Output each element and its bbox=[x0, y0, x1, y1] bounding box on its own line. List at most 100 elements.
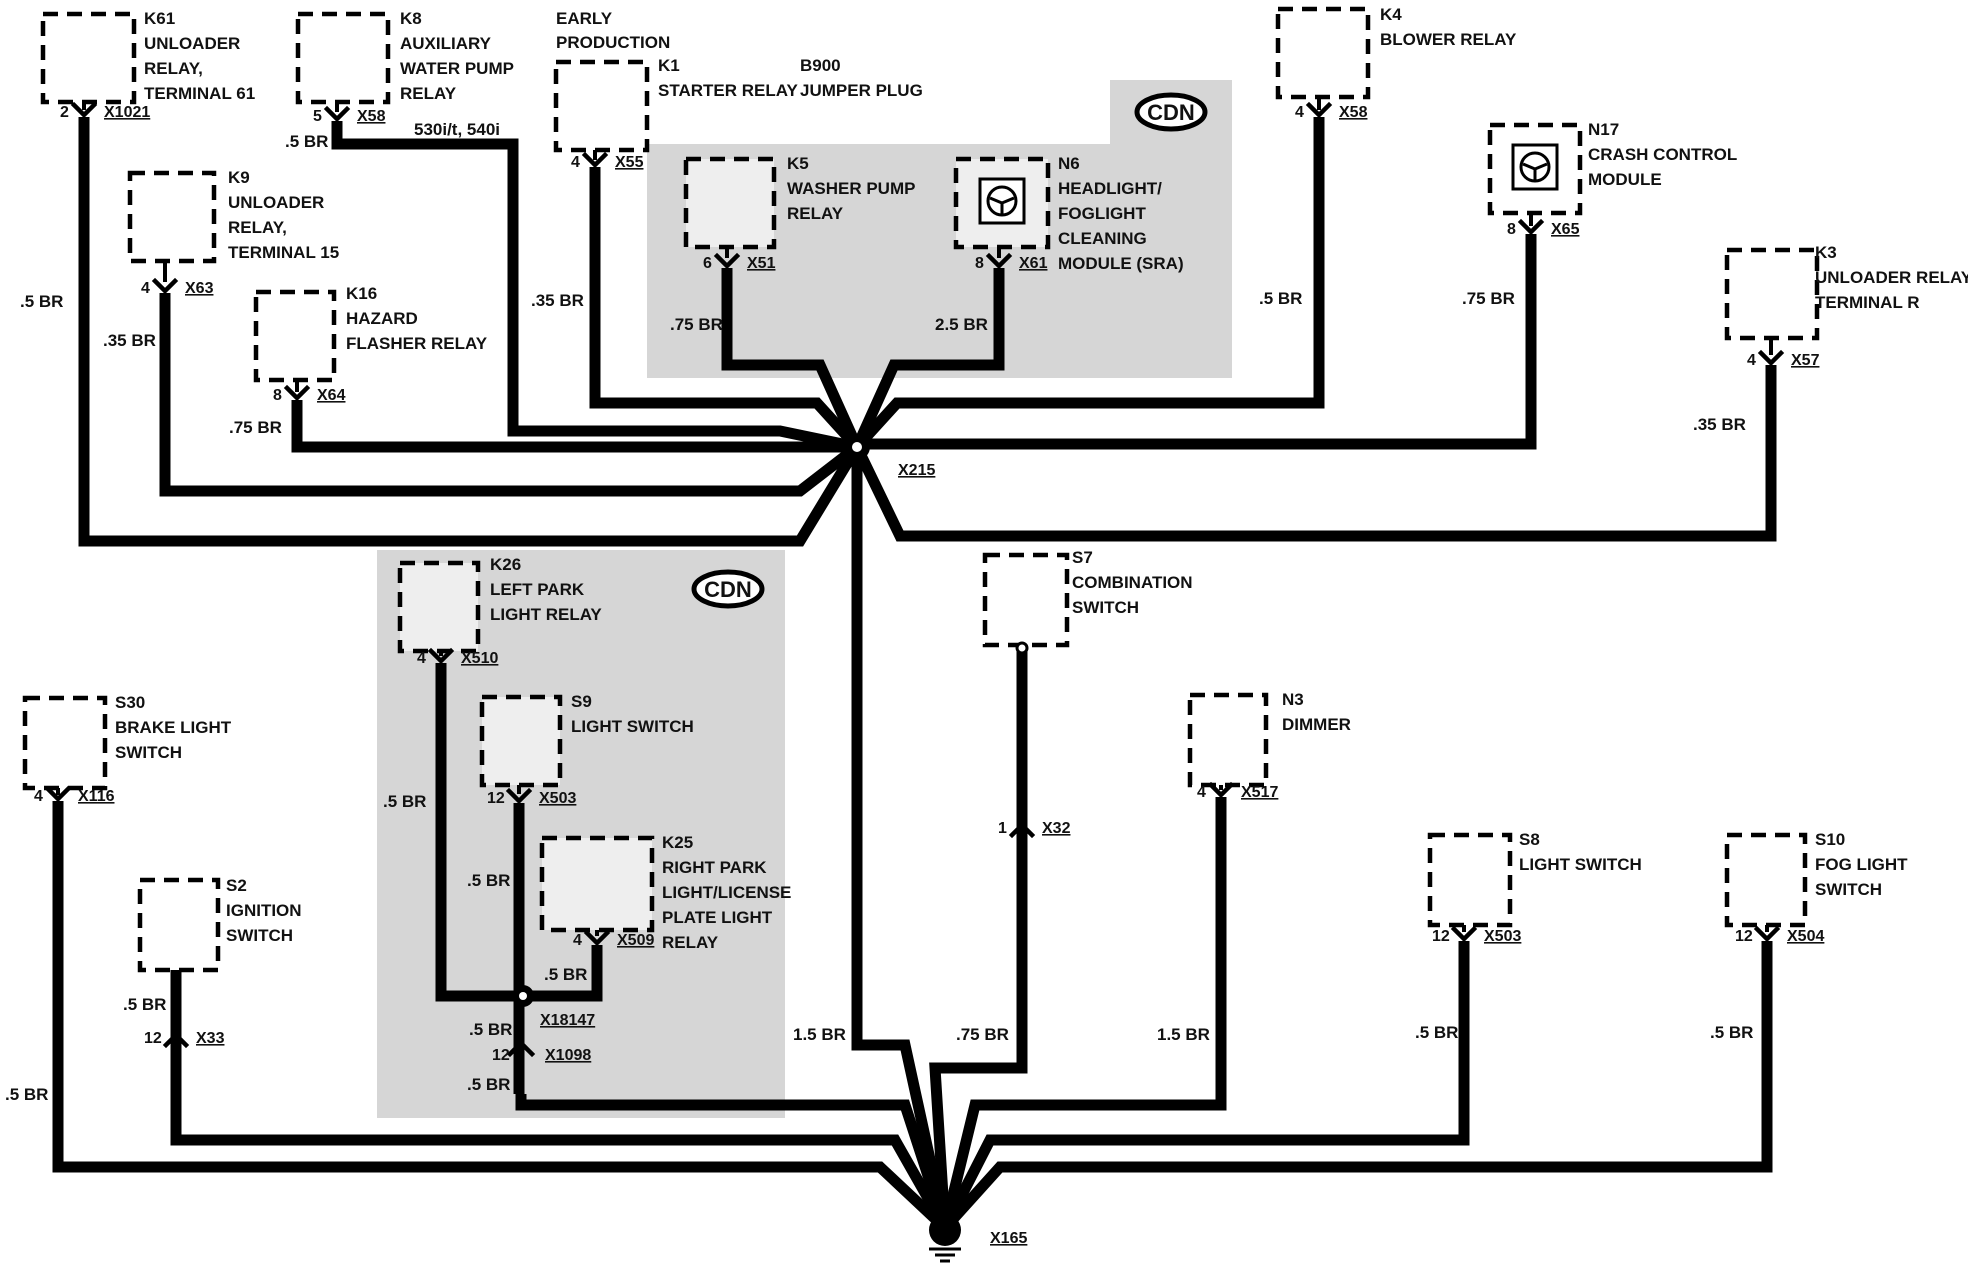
wire-k9 bbox=[159, 293, 861, 497]
component-label: HEADLIGHT/ bbox=[1058, 179, 1162, 198]
component-label: BLOWER RELAY bbox=[1380, 30, 1517, 49]
b900-jumper-plug-label: JUMPER PLUG bbox=[800, 81, 923, 100]
wire-gauge-label: .75 BR bbox=[1462, 289, 1515, 308]
component-label: MODULE (SRA) bbox=[1058, 254, 1184, 273]
connector-arrow bbox=[1305, 101, 1333, 119]
component-id: K4 bbox=[1380, 5, 1402, 24]
connector-pin: 4 bbox=[573, 932, 582, 949]
connector-pin: 12 bbox=[487, 790, 505, 807]
connector-arrow bbox=[323, 105, 351, 123]
component-box bbox=[295, 11, 391, 105]
wire-x215-down bbox=[851, 447, 951, 1230]
early-production-note: PRODUCTION bbox=[556, 33, 670, 52]
component-box bbox=[1724, 832, 1808, 928]
connector-label: X32 bbox=[1042, 820, 1071, 837]
connector-arrow bbox=[1450, 925, 1478, 943]
component-label: SWITCH bbox=[1072, 598, 1139, 617]
component-box bbox=[953, 156, 1051, 250]
connector-pin: 2 bbox=[60, 104, 69, 121]
connector-label: X504 bbox=[1787, 928, 1824, 945]
wire-gauge-label: .35 BR bbox=[531, 291, 584, 310]
cdn-badge-oval bbox=[1134, 92, 1208, 132]
wire-gauge-label: .5 BR bbox=[1710, 1023, 1753, 1042]
component-label: WATER PUMP bbox=[400, 59, 514, 78]
component-id: S8 bbox=[1519, 830, 1540, 849]
splice-x215-label: X215 bbox=[898, 462, 935, 479]
connector-arrow bbox=[1757, 349, 1785, 367]
wire-k5 bbox=[721, 268, 863, 450]
connector-arrow bbox=[70, 101, 98, 119]
model-note: 530i/t, 540i bbox=[414, 120, 500, 139]
component-id: K1 bbox=[658, 56, 680, 75]
wire-k25 bbox=[523, 945, 603, 1002]
component-id: S9 bbox=[571, 692, 592, 711]
component-box bbox=[397, 560, 481, 654]
component-box bbox=[253, 289, 337, 383]
connector-label: X1021 bbox=[104, 104, 150, 121]
component-label: RELAY, bbox=[144, 59, 203, 78]
connector-label: X58 bbox=[1339, 104, 1368, 121]
wire-k8 bbox=[331, 121, 859, 453]
connector-arrow bbox=[151, 277, 179, 295]
component-id: S10 bbox=[1815, 830, 1845, 849]
component-label: FOGLIGHT bbox=[1058, 204, 1146, 223]
connector-pin: 6 bbox=[703, 255, 712, 272]
component-box bbox=[40, 11, 137, 105]
wire-gauge-label: .5 BR bbox=[469, 1020, 512, 1039]
component-label: FLASHER RELAY bbox=[346, 334, 488, 353]
component-label: SWITCH bbox=[1815, 880, 1882, 899]
connector-arrow bbox=[1008, 821, 1036, 839]
wire-gauge-labels: .5 BR .5 BR .35 BR .75 BR 2.5 BR .5 BR .… bbox=[5, 132, 1753, 1104]
component-label: TERMINAL R bbox=[1815, 293, 1920, 312]
component-label: RELAY bbox=[787, 204, 844, 223]
connector-label: X58 bbox=[357, 108, 386, 125]
connector-label: X509 bbox=[617, 932, 654, 949]
connector-label: X33 bbox=[196, 1030, 225, 1047]
splice-x215: X215 bbox=[844, 434, 935, 479]
ground-x165: X165 bbox=[929, 1214, 1027, 1263]
component-label: LEFT PARK bbox=[490, 580, 585, 599]
connector-label: X61 bbox=[1019, 255, 1048, 272]
component-id: K26 bbox=[490, 555, 521, 574]
connector-pin: 12 bbox=[1735, 928, 1753, 945]
wire-gauge-label: .75 BR bbox=[956, 1025, 1009, 1044]
wires-upper bbox=[78, 117, 1777, 547]
b900-jumper-plug-label: B900 bbox=[800, 56, 841, 75]
component-box bbox=[1724, 247, 1820, 341]
connector-arrow bbox=[1753, 925, 1781, 943]
connector-pin: 8 bbox=[273, 387, 282, 404]
connector-pin: 5 bbox=[313, 108, 322, 125]
connector-pin: 8 bbox=[1507, 221, 1516, 238]
box-stubs bbox=[56, 97, 1773, 936]
cdn-badge-label: CDN bbox=[704, 577, 752, 602]
component-label: WASHER PUMP bbox=[787, 179, 915, 198]
connector-arrow bbox=[1207, 781, 1235, 799]
ground-x165-label: X165 bbox=[990, 1230, 1027, 1247]
splice-x18147: X18147 bbox=[512, 985, 595, 1029]
wire-gauge-label: 2.5 BR bbox=[935, 315, 988, 334]
connector-arrow bbox=[583, 929, 611, 947]
connector-arrow bbox=[713, 252, 741, 270]
connector-label: X63 bbox=[185, 280, 214, 297]
wire-k3 bbox=[852, 365, 1777, 542]
wire-k26 bbox=[435, 663, 523, 1002]
connector-pin: 4 bbox=[417, 650, 426, 667]
connector-arrow bbox=[505, 787, 533, 805]
wire-s10 bbox=[940, 941, 1773, 1232]
splice-dot-center bbox=[852, 442, 862, 452]
connector-pin: 1 bbox=[998, 820, 1007, 837]
component-label: STARTER RELAY bbox=[658, 81, 798, 100]
component-box bbox=[539, 835, 655, 933]
steering-wheel-spokes bbox=[989, 196, 1015, 215]
component-label: BRAKE LIGHT bbox=[115, 718, 232, 737]
component-label: SWITCH bbox=[226, 926, 293, 945]
component-label: HAZARD bbox=[346, 309, 418, 328]
